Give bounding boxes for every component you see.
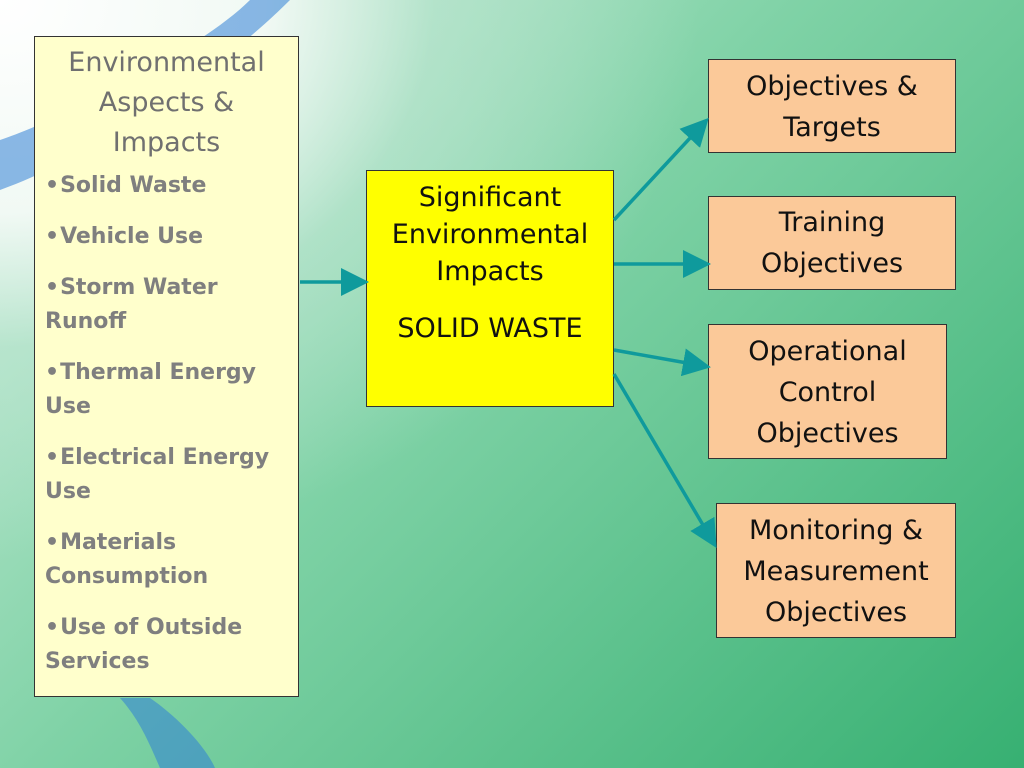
bullet-dot-icon: • (45, 275, 60, 300)
objective-box-targets: Objectives & Targets (708, 59, 956, 153)
aspects-title: Environmental Aspects & Impacts (68, 47, 265, 158)
bullet-dot-icon: • (45, 173, 60, 198)
bullet-dot-icon: • (45, 530, 60, 555)
aspects-list: •Solid Waste •Vehicle Use •Storm Water R… (45, 169, 288, 679)
bullet-dot-icon: • (45, 445, 60, 470)
arrow-to-objectives-targets (612, 117, 709, 222)
significant-subtitle: SOLID WASTE (397, 313, 583, 344)
objective-box-monitoring: Monitoring & Measurement Objectives (716, 503, 956, 638)
objective-box-training: Training Objectives (708, 196, 956, 290)
aspects-impacts-box: Environmental Aspects & Impacts •Solid W… (34, 36, 299, 697)
bullet-dot-icon: • (45, 360, 60, 385)
objective-box-operational: Operational Control Objectives (708, 324, 947, 459)
significant-title: Significant Environmental Impacts (391, 182, 589, 287)
aspect-item: •Vehicle Use (45, 224, 204, 249)
aspect-item: •Electrical Energy Use (45, 445, 270, 504)
bullet-dot-icon: • (45, 615, 60, 640)
aspect-item: •Storm Water Runoff (45, 275, 218, 334)
aspect-item: •Use of Outside Services (45, 615, 243, 674)
bullet-dot-icon: • (45, 224, 60, 249)
aspect-item: •Materials Consumption (45, 530, 209, 589)
aspect-item: •Solid Waste (45, 173, 207, 198)
aspect-item: •Thermal Energy Use (45, 360, 257, 419)
arrow-to-operational-objectives (613, 348, 711, 377)
arrow-to-monitoring-objectives (612, 373, 717, 549)
